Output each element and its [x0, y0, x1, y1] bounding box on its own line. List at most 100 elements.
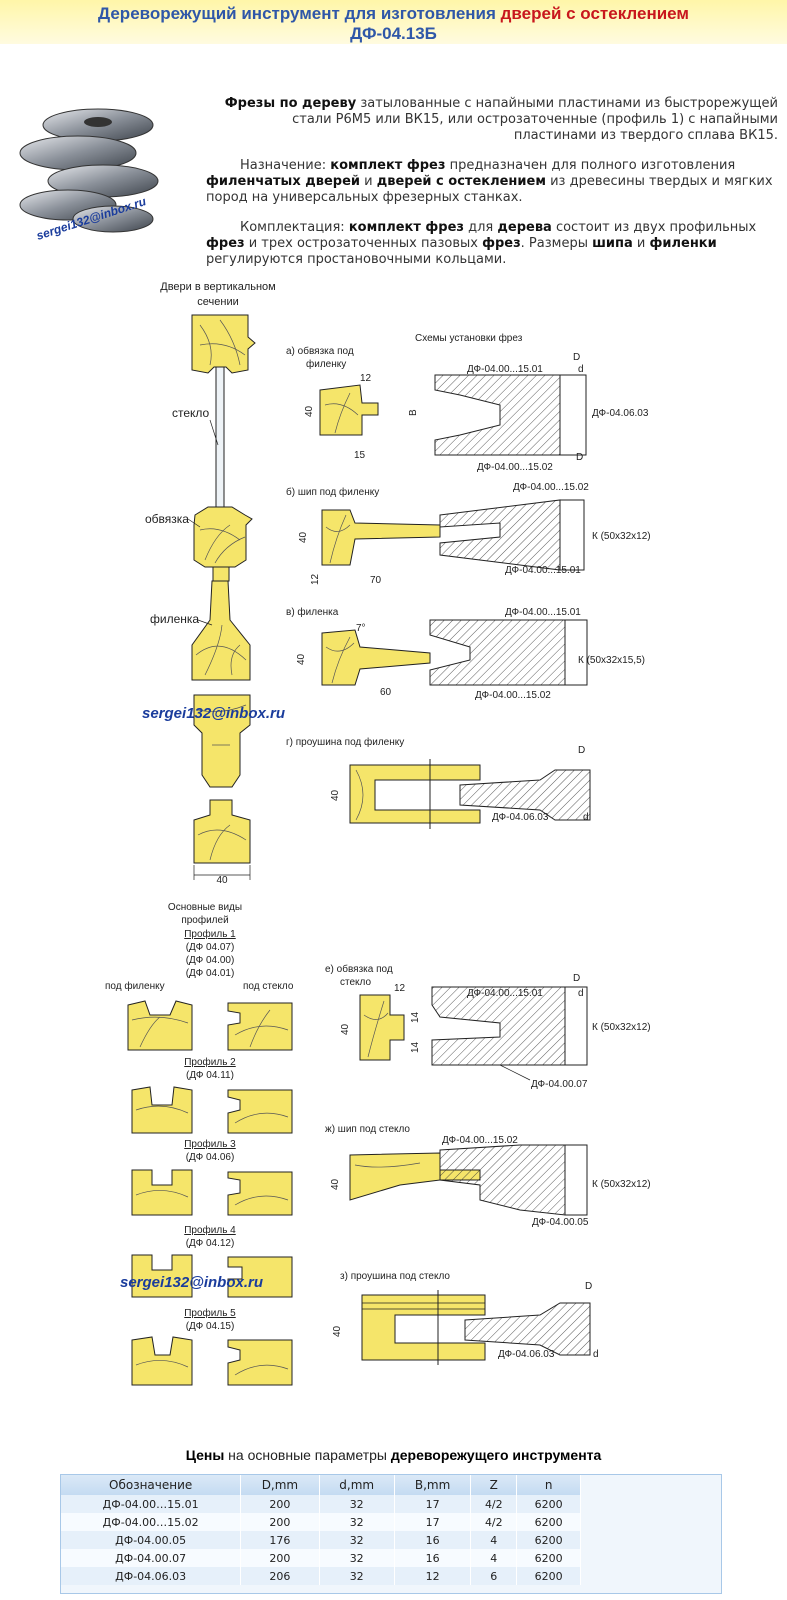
- door-mid-frame: [193, 506, 253, 568]
- scheme-e-title-1: е) обвязка под: [325, 963, 393, 975]
- label-under-panel: под филенку: [105, 980, 165, 992]
- scheme-g-code-0603: ДФ-04.06.03: [492, 812, 549, 823]
- scheme-z-d: d: [593, 1349, 599, 1360]
- scheme-a-dim-40: 40: [304, 405, 315, 417]
- table-cell: ДФ-04.00…15.01: [61, 1495, 242, 1513]
- scheme-g-title: г) проушина под филенку: [286, 736, 404, 748]
- table-cell: 200: [240, 1495, 320, 1513]
- scheme-b-dim-70: 70: [370, 575, 382, 586]
- table-cell: 200: [240, 1513, 320, 1531]
- scheme-b-cutter: [439, 499, 561, 571]
- product-photo: sergei132@inbox.ru: [19, 108, 159, 243]
- schemes-title: Схемы установки фрез: [415, 332, 523, 344]
- profile-5-glass-shape: [227, 1339, 293, 1386]
- scheme-b-k: К (50х32х12): [592, 531, 651, 542]
- table-cell: 16: [394, 1549, 472, 1567]
- profile-1-panel-shape: [127, 1000, 193, 1051]
- door-bottom-frame: [193, 799, 251, 864]
- table-cell: 6200: [516, 1549, 581, 1567]
- intro-p2: Назначение: комплект фрез предназначен д…: [206, 158, 773, 205]
- scheme-b-code-1502: ДФ-04.00...15.02: [513, 482, 589, 493]
- label-under-glass: под стекло: [243, 981, 294, 992]
- column-header: n: [516, 1475, 581, 1495]
- scheme-zh-dim-40: 40: [330, 1178, 341, 1190]
- scheme-zh-k: К (50х32х12): [592, 1179, 651, 1190]
- profile-3-panel-shape: [131, 1169, 193, 1216]
- page-title: Дереворежущий инструмент для изготовлени…: [0, 0, 787, 44]
- table-cell: 4: [470, 1549, 518, 1567]
- profile-2-label: Профиль 2: [184, 1056, 236, 1068]
- profile-2-code: (ДФ 04.11): [186, 1070, 234, 1081]
- scheme-z-dim-40: 40: [332, 1325, 343, 1337]
- page-header: Дереворежущий инструмент для изготовлени…: [0, 0, 787, 44]
- scheme-b-profile: [321, 509, 441, 566]
- scheme-zh-title: ж) шип под стекло: [325, 1124, 410, 1135]
- scheme-v-k: К (50х32х15,5): [578, 655, 645, 666]
- scheme-a-code-0603: ДФ-04.06.03: [592, 408, 649, 419]
- profile-3-code: (ДФ 04.06): [186, 1152, 235, 1163]
- table-cell: 6200: [516, 1495, 581, 1513]
- dim-40-door: 40: [216, 875, 228, 886]
- door-lower-frame: [193, 694, 251, 788]
- door-top-frame: [191, 314, 256, 374]
- table-cell: 200: [240, 1549, 320, 1567]
- scheme-e-dim-14a: 14: [410, 1011, 421, 1023]
- scheme-zh-code-0005: ДФ-04.00.05: [532, 1217, 589, 1228]
- scheme-b-dim-12: 12: [310, 573, 321, 585]
- doors-title-2: сечении: [197, 296, 238, 308]
- table-cell: 32: [319, 1567, 395, 1585]
- profile-4-label: Профиль 4: [184, 1224, 236, 1236]
- scheme-v-profile: [321, 629, 431, 686]
- scheme-v-code-1501: ДФ-04.00...15.01: [505, 607, 581, 618]
- scheme-b-title: б) шип под филенку: [286, 486, 379, 498]
- table-cell: 6: [470, 1567, 518, 1585]
- scheme-a-D-top: D: [573, 352, 580, 363]
- label-frame: обвязка: [145, 512, 189, 526]
- intro-text: Фрезы по дереву затылованные с напайными…: [206, 96, 778, 282]
- profiles-title-2: профилей: [181, 914, 228, 926]
- profile-5-label: Профиль 5: [184, 1307, 236, 1319]
- column-header: Обозначение: [61, 1475, 242, 1495]
- profile-3-label: Профиль 3: [184, 1138, 236, 1150]
- table-cell: 4/2: [470, 1513, 518, 1531]
- table-cell: 16: [394, 1531, 472, 1549]
- profile-4-glass-shape: [227, 1256, 293, 1298]
- watermark-drawing-1: sergei132@inbox.ru: [142, 705, 285, 722]
- profile-3-glass-shape: [227, 1171, 293, 1216]
- scheme-z-cutter: [464, 1302, 591, 1356]
- scheme-a-title-2: филенку: [306, 358, 346, 370]
- table-cell: 4/2: [470, 1495, 518, 1513]
- table-cell: ДФ-04.00.07: [61, 1549, 242, 1567]
- scheme-e-profile: [359, 994, 405, 1061]
- table-cell: 17: [394, 1495, 472, 1513]
- scheme-g-dim-40: 40: [330, 789, 341, 801]
- scheme-v-code-1502: ДФ-04.00...15.02: [475, 690, 551, 701]
- table-cell: ДФ-04.00…15.02: [61, 1513, 242, 1531]
- profile-1-code-a: (ДФ 04.07): [186, 942, 235, 953]
- scheme-e-d: d: [578, 988, 584, 999]
- scheme-e-title-2: стекло: [340, 977, 371, 988]
- scheme-e-dim-12: 12: [394, 983, 406, 994]
- table-cell: 6200: [516, 1531, 581, 1549]
- table-cell: 206: [240, 1567, 320, 1585]
- title-text: Дереворежущий инструмент для изготовлени…: [98, 4, 501, 23]
- scheme-e-dim-14b: 14: [410, 1041, 421, 1053]
- column-header: B,mm: [394, 1475, 472, 1495]
- table-cell: 6200: [516, 1513, 581, 1531]
- scheme-z-D: D: [585, 1281, 592, 1292]
- watermark-drawing-2: sergei132@inbox.ru: [120, 1274, 263, 1291]
- scheme-b-dim-40: 40: [298, 531, 309, 543]
- profile-1-code-c: (ДФ 04.01): [186, 968, 235, 979]
- table-cell: 32: [319, 1513, 395, 1531]
- door-glass: [215, 366, 225, 508]
- column-header: D,mm: [240, 1475, 320, 1495]
- scheme-a-title-1: а) обвязка под: [286, 345, 354, 357]
- profile-2-panel-shape: [131, 1086, 193, 1134]
- label-glass: стекло: [172, 406, 210, 420]
- prices-title: Цены на основные параметры дереворежущег…: [185, 1447, 602, 1463]
